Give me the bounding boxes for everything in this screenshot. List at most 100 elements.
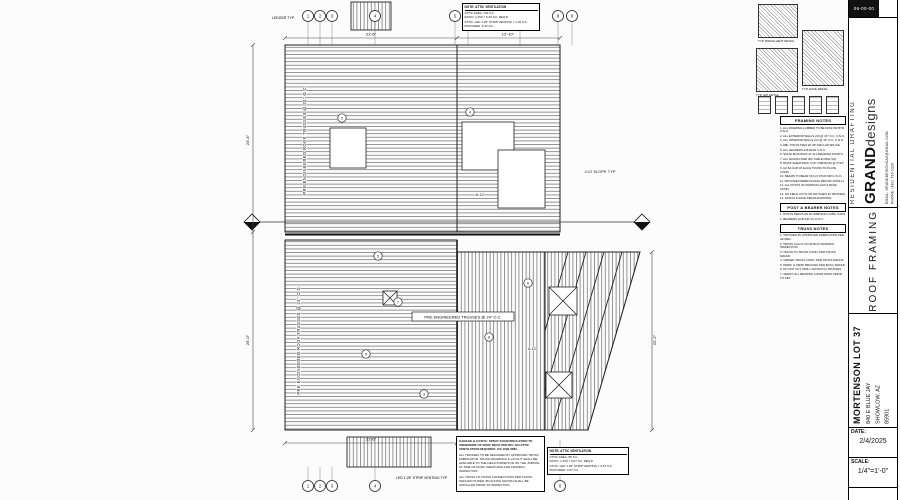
detail-caption-3: TYP. HIP DETAIL bbox=[756, 93, 780, 97]
foam-note-paragraph: ALL TRUSS TO TRUSS CONNECTIONS PER TRUSS… bbox=[459, 474, 532, 487]
note-line: 8. ROOF SHEATHING 7/16" OSB W/ 8d @ 6"/1… bbox=[780, 161, 845, 166]
notes-panel: FRAMING NOTES 1. ALL FRAMING LUMBER TO B… bbox=[780, 114, 846, 281]
note-line: PROVIDED: 0.57 S.F. bbox=[549, 468, 579, 473]
detail-mini-3 bbox=[792, 96, 805, 114]
scale-value: 1/4"=1'-0" bbox=[857, 468, 889, 475]
detail-mini-1 bbox=[758, 96, 771, 114]
hip-roof-field bbox=[544, 251, 641, 431]
note-line: 13. NO FIELD CUTS OR NOTCHES IN TRUSSES. bbox=[780, 191, 846, 196]
note-line: 1. POSTS PER PLAN W/ SIMPSON CC/BC CAPS. bbox=[780, 212, 846, 217]
date-row: DATE: 2/4/2025 bbox=[849, 428, 897, 458]
detail-sketch-3 bbox=[756, 48, 798, 92]
detail-caption-2: TYP. EAVE DETAIL bbox=[802, 87, 829, 91]
brand-phone: PHONE: (480) 735-0226 bbox=[890, 162, 895, 204]
grid-bubble-label: 6 bbox=[559, 484, 562, 489]
keynote-callouts bbox=[337, 107, 533, 399]
vent-note-title: NOTE: ATTIC VENTILATION bbox=[464, 5, 538, 11]
keynote-label: 7 bbox=[397, 300, 399, 304]
sheet-title-section: ROOF FRAMING bbox=[849, 208, 897, 314]
note-line: ATTIC AREA: 794 S.F. bbox=[464, 11, 495, 16]
grid-bubble-label: 2 bbox=[319, 484, 322, 489]
vent-note-title: NOTE: ATTIC VENTILATION bbox=[549, 449, 627, 455]
interior-room-outlines bbox=[329, 121, 546, 209]
vent-note-rows: ATTIC AREA: 85 S.F.RATIO: 1:150 = 0.57 S… bbox=[550, 455, 627, 472]
note-line: ATTIC: LED 1.25" STRIP VENTING = 0.57 S.… bbox=[549, 463, 613, 468]
dim-bottom-1: 21'-6" bbox=[366, 437, 377, 442]
note-line: 6. DO NOT CUT, DRILL OR NOTCH TRUSSES. bbox=[780, 267, 842, 272]
project-address: 840 E BLUE JAY SHOWLOW, AZ 85901 bbox=[865, 317, 893, 424]
project-address-line: 85901 bbox=[885, 408, 892, 424]
grid-bubble-label: 4 bbox=[374, 484, 377, 489]
ledger-label: LEDGER TYP bbox=[272, 16, 295, 20]
attic-vent-note-top: NOTE: ATTIC VENTILATION ATTIC AREA: 794 … bbox=[462, 3, 540, 31]
slope-label-612-a: 6:12 bbox=[476, 192, 485, 197]
note-line: 10. BEAMS TO BEAR ON (2) STUD MIN U.N.O. bbox=[780, 174, 843, 179]
sheet-number-row: 06-00-00 bbox=[849, 0, 897, 18]
keynote-label: 5 bbox=[377, 254, 379, 258]
grid-bubble-label: 1 bbox=[307, 14, 310, 19]
detail-caption-1: TYP. RIDGE VENT DETAIL bbox=[758, 39, 795, 43]
dim-right-1: 22'-2" bbox=[652, 334, 657, 345]
detail-mini-5 bbox=[826, 96, 839, 114]
note-line: 2. BEARERS GLB 24F-V4 U.N.O. bbox=[780, 216, 824, 221]
dimension-lines bbox=[250, 35, 655, 446]
framing-notes-header: FRAMING NOTES bbox=[780, 116, 846, 125]
note-line: 11. PROVIDE FIREBLOCKING PER IRC R302.11… bbox=[780, 178, 845, 183]
vent-note-rows: ATTIC AREA: 794 S.F.RATIO: 1:150 = 5.29 … bbox=[465, 11, 538, 28]
note-line: 4. DBL TOP PLATES W/ 48" MIN LAP SPLICE. bbox=[780, 142, 841, 147]
sheet-title: ROOF FRAMING bbox=[867, 209, 879, 312]
note-line: 5. PERM. & TEMP. BRACING PER BCSI / MANU… bbox=[780, 262, 846, 267]
foam-note-paragraph: GARAGE & CASITA: SPRAY FOAM INSULATION T… bbox=[459, 438, 533, 451]
project-name: MORTENSON LOT 37 bbox=[852, 326, 863, 424]
attic-vent-note-bottom: NOTE: ATTIC VENTILATION ATTIC AREA: 85 S… bbox=[547, 447, 629, 475]
brand-contact: EMAIL: GRANDDESIGNSAZ@GMAIL.COM PHONE: (… bbox=[885, 21, 896, 204]
note-line: ATTIC: LED 1.25" STRIP VENTING = 1.32 S.… bbox=[464, 19, 528, 24]
brand-section: RESIDENTIAL DRAFTING GRANDdesigns EMAIL:… bbox=[849, 18, 897, 208]
truss-label-vertical-lower: PRE ENGINEERED ROOF TRUSSES @ 24" O.C. bbox=[296, 285, 301, 394]
note-line: 7. VERIFY ALL BEARING CONDITIONS PRIOR T… bbox=[780, 271, 843, 280]
truss-label-vertical-upper: PRE ENGINEERED ROOF TRUSSES @ 24" O.C. bbox=[302, 85, 307, 194]
scale-row: SCALE: 1/4"=1'-0" bbox=[849, 458, 897, 488]
detail-mini-4 bbox=[809, 96, 822, 114]
note-line: 3. ALL INTERIOR WALLS 2x4 @ 16" O.C. U.N… bbox=[780, 138, 844, 143]
brand-logo: GRANDdesigns bbox=[862, 21, 879, 204]
section-cut-line bbox=[243, 213, 651, 231]
grid-bubble-label: 1 bbox=[307, 484, 310, 489]
note-line: 3. TRUSS TO TRUSS CONN. PER TRUSS MANUF. bbox=[780, 249, 836, 258]
grid-bubble-label: 8 bbox=[557, 14, 560, 19]
strip-vent-label: LED 1.25" STRIP VENTING TYP bbox=[396, 476, 448, 480]
keynote-label: 6 bbox=[527, 281, 529, 285]
truss-notes-header: TRUSS NOTES bbox=[780, 223, 846, 233]
sheet-number-badge: 06-00-00 bbox=[849, 0, 879, 17]
note-line: 5. ALL HEADERS 4x8 DF#2 U.N.O. bbox=[780, 147, 826, 152]
brand-name-light: designs bbox=[863, 98, 879, 147]
beam-lines bbox=[285, 233, 560, 430]
grid-bubble-label: 5 bbox=[454, 14, 457, 19]
grid-bubble-label: 4 bbox=[374, 14, 377, 19]
note-line: 7. ALL NAILING PER IRC TABLE R602.3(1). bbox=[780, 156, 838, 161]
brand-name-bold: GRAND bbox=[862, 146, 880, 205]
grid-bubble-label: 2 bbox=[319, 14, 322, 19]
x-brace-boxes bbox=[382, 286, 578, 399]
grid-bubble-label: 3 bbox=[331, 484, 334, 489]
truss-label-horizontal: PRE ENGINEERED TRUSSES @ 24" O.C. bbox=[424, 314, 501, 319]
note-line: RATIO: 1:150 = 5.29 S.F. REQ'D bbox=[464, 15, 508, 20]
keynote-label: 4 bbox=[469, 110, 471, 114]
post-bearer-notes-list: 1. POSTS PER PLAN W/ SIMPSON CC/BC CAPS.… bbox=[780, 213, 846, 221]
spray-foam-note: GARAGE & CASITA: SPRAY FOAM INSULATION T… bbox=[456, 436, 545, 492]
dim-left-2: 25'-0" bbox=[245, 334, 250, 345]
date-value: 2/4/2025 bbox=[859, 438, 887, 445]
note-line: 4. GIRDER TRUSS CONN. PER TRUSS MANUF. bbox=[780, 258, 844, 263]
note-line: 12. ALL POSTS W/ SIMPSON CAP & BASE CONN… bbox=[780, 183, 837, 191]
note-line: RATIO: 1:150 = 0.57 S.F. REQ'D bbox=[549, 459, 593, 464]
framing-notes-list: 1. ALL FRAMING LUMBER TO BE DF#2 OR BTR.… bbox=[780, 126, 846, 201]
detail-sketch-2 bbox=[802, 30, 844, 86]
dim-left-1: 23'-4" bbox=[245, 134, 250, 145]
foam-note-paragraph: ALL TRUSSES TO BE DESIGNED BY APPROVED T… bbox=[459, 452, 540, 473]
note-line: PROVIDED: 5.32 S.F. bbox=[464, 24, 494, 29]
scale-label: SCALE: bbox=[851, 459, 870, 465]
note-line: 2. ALL EXTERIOR WALLS 2x6 @ 16" O.C. U.N… bbox=[780, 133, 845, 138]
keynote-label: 8 bbox=[488, 335, 490, 339]
slope-label-typ: 4:12 SLOPE TYP bbox=[584, 169, 615, 174]
